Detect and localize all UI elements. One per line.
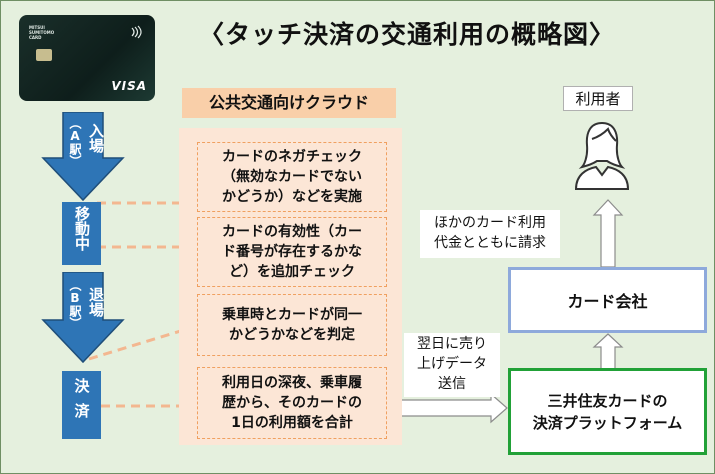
sales-data-note: 翌日に売り 上げデータ 送信 bbox=[404, 333, 500, 397]
page-title: 〈タッチ決済の交通利用の概略図〉 bbox=[199, 20, 616, 49]
process-card-match: 乗車時とカードが同一 かどうかなどを判定 bbox=[197, 294, 387, 356]
process-neg-check: カードのネガチェック （無効なカードでない かどうか）などを実施 bbox=[197, 142, 387, 212]
contactless-icon bbox=[131, 25, 142, 39]
arrow-to-user bbox=[592, 199, 624, 268]
chip-icon bbox=[36, 49, 52, 61]
user-icon bbox=[574, 121, 630, 190]
process-validity-check: カードの有効性（カー ド番号が存在するかな ど）を追加チェック bbox=[197, 217, 387, 287]
credit-card-image: MITSUI SUMITOMO CARD VISA bbox=[19, 15, 155, 101]
arrow-to-platform bbox=[386, 392, 508, 424]
moving-label: 移動中 bbox=[73, 206, 91, 251]
settlement-label: 決済 bbox=[72, 378, 91, 428]
entry-station: （A駅） bbox=[68, 117, 82, 167]
arrow-to-card-company bbox=[592, 333, 624, 370]
card-network-logo: VISA bbox=[111, 79, 147, 93]
process-daily-total: 利用日の深夜、乗車履 歴から、そのカードの 1日の利用額を合計 bbox=[197, 367, 387, 439]
cloud-label: 公共交通向けクラウド bbox=[182, 88, 396, 118]
exit-label: 退場 bbox=[87, 287, 105, 317]
settlement-box: 決済 bbox=[62, 371, 101, 439]
payment-platform-box: 三井住友カードの 決済プラットフォーム bbox=[508, 368, 707, 455]
exit-arrow bbox=[41, 272, 125, 364]
moving-box: 移動中 bbox=[62, 202, 101, 265]
billing-note: ほかのカード利用 代金とともに請求 bbox=[420, 210, 560, 258]
card-brand-text: MITSUI SUMITOMO CARD bbox=[29, 25, 55, 40]
user-label: 利用者 bbox=[563, 86, 633, 111]
entry-arrow bbox=[41, 112, 125, 202]
exit-station: （B駅） bbox=[68, 279, 82, 329]
entry-label: 入場 bbox=[87, 123, 105, 153]
card-company-box: カード会社 bbox=[508, 267, 707, 333]
